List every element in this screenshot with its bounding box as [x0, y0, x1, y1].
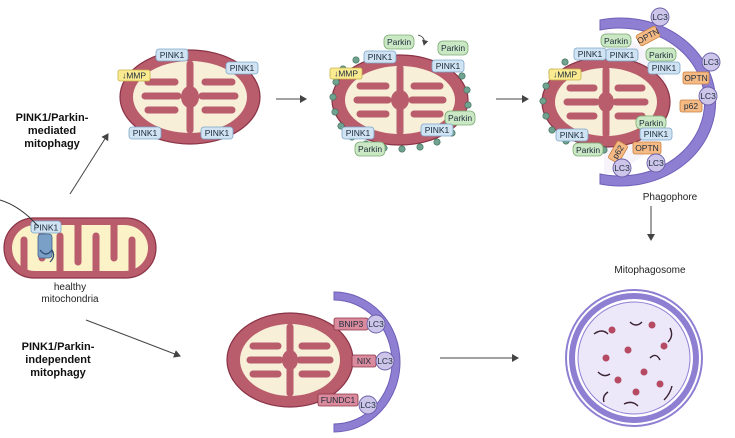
mitophagosome	[565, 289, 703, 427]
stage3-p62-right: p62	[684, 101, 698, 111]
stage3-mmp-box	[548, 68, 582, 81]
stage3-parkin-c: Parkin	[639, 118, 663, 128]
phagophore-membrane	[599, 17, 717, 187]
fundc1-lc3: LC3	[360, 400, 376, 410]
healthy-mitochondrion: PINK1 healthy mitochondria	[0, 199, 157, 305]
receptor-markers: BNIP3 LC3 NIX LC3 FUNDC1 LC3	[317, 314, 395, 415]
stage1-pink1-right: PINK1	[230, 63, 255, 73]
stage3-parkin-a: Parkin	[604, 36, 628, 46]
stage3-pink1-d: PINK1	[644, 129, 669, 139]
stage3-lc3-bottom-b: LC3	[648, 158, 664, 168]
healthy-label-line1: healthy	[54, 282, 86, 293]
pathway2-label-line1: PINK1/Parkin-	[22, 341, 95, 353]
mitophagosome-fragments	[602, 321, 668, 396]
stage2-parkin-top: Parkin	[387, 37, 411, 47]
mitophagosome-debris	[593, 321, 673, 407]
arrow-to-pathway1	[69, 133, 109, 195]
stage1-pink1-top: PINK1	[160, 50, 185, 60]
independent-mitochondrion	[226, 312, 354, 408]
stage2-pink1-bottom-left: PINK1	[346, 128, 371, 138]
stage1-pink1-bottom-right: PINK1	[205, 128, 230, 138]
arrow-to-pathway2	[85, 319, 181, 358]
stage1-pink1-bottom-left: PINK1	[133, 128, 158, 138]
stage2-pink1-top: PINK1	[368, 52, 393, 62]
mitophagosome-label: Mitophagosome	[614, 265, 686, 276]
stage3-pink1-a: PINK1	[578, 49, 603, 59]
healthy-label-line2: mitochondria	[41, 294, 99, 305]
stage3-optn-right: OPTN	[684, 73, 708, 83]
stage3-pink1-c: PINK1	[652, 63, 677, 73]
stage2-mitochondrion	[331, 54, 469, 146]
stage2-mmp-label: ↓MMP	[334, 69, 358, 79]
stage2-parkin-right-top: Parkin	[441, 43, 465, 53]
stage3-lc3-bottom-a: LC3	[614, 163, 630, 173]
stage3-optn-bottom: OPTN	[635, 143, 659, 153]
stage2-parkin-right-bottom: Parkin	[448, 113, 472, 123]
stage3-pink1-b: PINK1	[610, 50, 635, 60]
stage2-mmp-box	[329, 67, 363, 80]
stage3-markers: PINK1 Parkin PINK1 Parkin PINK1 Parkin P…	[555, 7, 721, 178]
stage3-parkin-d: Parkin	[576, 145, 600, 155]
pathway1-label-line2: mediated	[28, 125, 76, 137]
import-curve-arrow	[0, 199, 39, 227]
stage1-pink1-markers: PINK1 PINK1 PINK1 PINK1	[128, 48, 259, 140]
stage2-markers: PINK1 Parkin Parkin PINK1 Parkin PINK1 P…	[341, 34, 476, 157]
stage3-mmp-label: ↓MMP	[553, 70, 577, 80]
stage1-mmp-label: ↓MMP	[122, 71, 146, 81]
pathway2-label-line2: independent	[25, 354, 91, 366]
stage1-mmp-box	[117, 69, 151, 82]
stage2-pink1-right: PINK1	[436, 61, 461, 71]
phagophore-label: Phagophore	[643, 192, 698, 203]
pathway1-label-line3: mitophagy	[24, 138, 80, 150]
stage3-lc3-right-top: LC3	[703, 57, 719, 67]
healthy-pink1-label: PINK1	[34, 223, 59, 233]
pathway2-label-line3: mitophagy	[30, 367, 86, 379]
stage3-pink1-e: PINK1	[560, 130, 585, 140]
stage2-parkin-bottom: Parkin	[358, 144, 382, 154]
pathway1-label-line1: PINK1/Parkin-	[16, 112, 89, 124]
nix-lc3: LC3	[377, 356, 393, 366]
arrows	[69, 95, 655, 362]
bnip3-lc3: LC3	[368, 319, 384, 329]
stage2-pink1-bottom-right: PINK1	[425, 125, 450, 135]
stage3-parkin-b: Parkin	[649, 50, 673, 60]
stage3-lc3-right-mid: LC3	[700, 91, 716, 101]
healthy-pink1-box	[30, 220, 62, 234]
nix-label: NIX	[357, 356, 372, 366]
bnip3-label: BNIP3	[339, 319, 364, 329]
fundc1-label: FUNDC1	[321, 395, 356, 405]
stage1-mitochondrion	[119, 49, 261, 145]
stage3-lc3-top: LC3	[652, 12, 668, 22]
